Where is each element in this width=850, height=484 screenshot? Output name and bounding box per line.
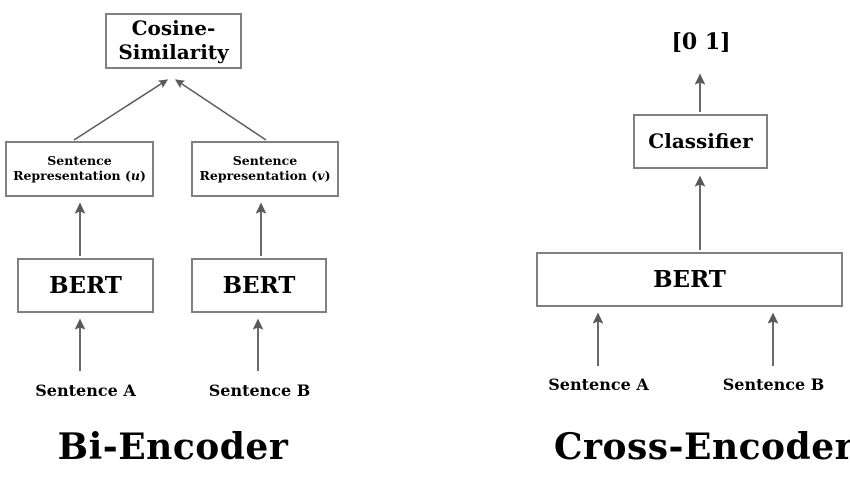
- sentence-representation-u-text: Sentence Representation (u): [13, 153, 146, 184]
- cosine-similarity-line2: Similarity: [118, 40, 229, 64]
- arrow-sentence-rep-v-to-cosine-similarity: [175, 79, 267, 141]
- sentence-representation-v-text: Sentence Representation (v): [199, 153, 331, 184]
- variable-v: v: [317, 168, 325, 183]
- cross-encoder-sentence-b-label: Sentence B: [722, 375, 825, 394]
- bi-encoder-sentence-a-label: Sentence A: [35, 381, 136, 400]
- classifier-node: Classifier: [633, 114, 768, 169]
- cross-encoder-panel-title: Cross-Encoder: [553, 426, 850, 468]
- cosine-similarity-node: Cosine- Similarity: [105, 13, 242, 69]
- bert-left-label: BERT: [49, 271, 122, 299]
- sentence-representation-u-line1: Sentence: [47, 153, 112, 169]
- sentence-representation-u-line2: Representation (u): [13, 168, 146, 183]
- sentence-representation-v-line1: Sentence: [232, 153, 298, 169]
- bi-encoder-sentence-b-label: Sentence B: [208, 381, 311, 400]
- cross-encoder-score-output-label: [0 1]: [671, 29, 731, 55]
- bert-cross-label: BERT: [653, 265, 726, 293]
- cross-encoder-sentence-a-label: Sentence A: [548, 375, 649, 394]
- cosine-similarity-text: Cosine- Similarity: [118, 17, 228, 64]
- sentence-representation-v-node: Sentence Representation (v): [191, 141, 339, 197]
- sentence-representation-u-node: Sentence Representation (u): [5, 141, 154, 197]
- bert-right-node: BERT: [191, 258, 327, 313]
- classifier-label: Classifier: [648, 128, 753, 153]
- bert-left-node: BERT: [17, 258, 154, 313]
- bert-cross-node: BERT: [536, 252, 843, 307]
- arrow-sentence-rep-u-to-cosine-similarity: [73, 79, 169, 141]
- sentence-representation-v-line2: Representation (v): [199, 168, 331, 183]
- variable-u: u: [130, 168, 140, 183]
- bi-encoder-panel-title: Bi-Encoder: [57, 426, 289, 468]
- cosine-similarity-line1: Cosine-: [131, 16, 216, 41]
- bert-right-label: BERT: [222, 271, 296, 299]
